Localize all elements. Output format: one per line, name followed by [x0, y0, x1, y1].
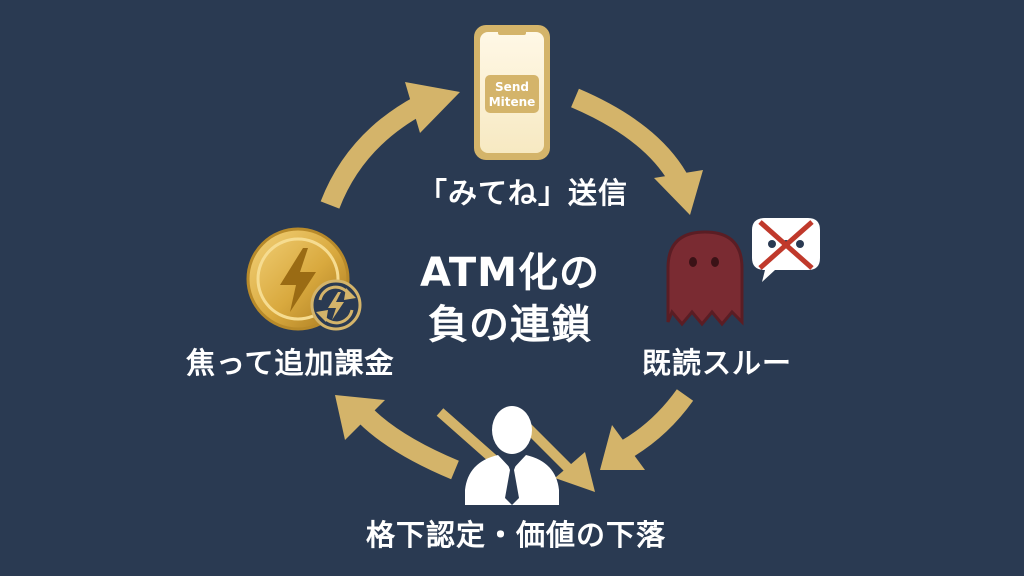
arrow-head-coin-to-phone	[405, 82, 460, 133]
lightning-icon	[280, 248, 316, 312]
arrow-ghost-to-person	[619, 389, 694, 459]
center-title-line1: ATM化の	[420, 250, 600, 296]
ghost-icon	[666, 230, 744, 327]
refresh-lightning-icon	[310, 279, 362, 331]
businessman-icon	[465, 406, 559, 505]
cycle-arrows	[320, 82, 703, 492]
center-title-line2: 負の連鎖	[428, 302, 592, 348]
phone-text-line2: Mitene	[489, 95, 536, 109]
arrow-head-ghost-to-person	[600, 425, 645, 470]
arrow-head-fall	[555, 452, 595, 492]
ignored-message-icon	[752, 218, 820, 282]
arrow-fall-line-1	[436, 408, 504, 469]
arrow-phone-to-ghost	[571, 88, 687, 184]
smartphone-icon: Send Mitene	[474, 25, 550, 160]
step-label-send: 「みてね」送信	[418, 176, 629, 210]
arrow-head-person-to-coin	[335, 395, 385, 440]
arrow-coin-to-phone	[320, 96, 425, 209]
arrow-person-to-coin	[357, 407, 459, 480]
step-label-downgrade: 格下認定・価値の下落	[366, 518, 667, 552]
center-title: ATM化の 負の連鎖	[405, 247, 615, 351]
step-label-read-ignore: 既読スルー	[642, 346, 793, 380]
phone-send-button	[485, 75, 539, 113]
phone-text-line1: Send	[495, 80, 529, 94]
arrow-head-phone-to-ghost	[654, 170, 703, 215]
coin-icon	[246, 227, 362, 331]
step-label-extra-charge: 焦って追加課金	[186, 346, 395, 380]
